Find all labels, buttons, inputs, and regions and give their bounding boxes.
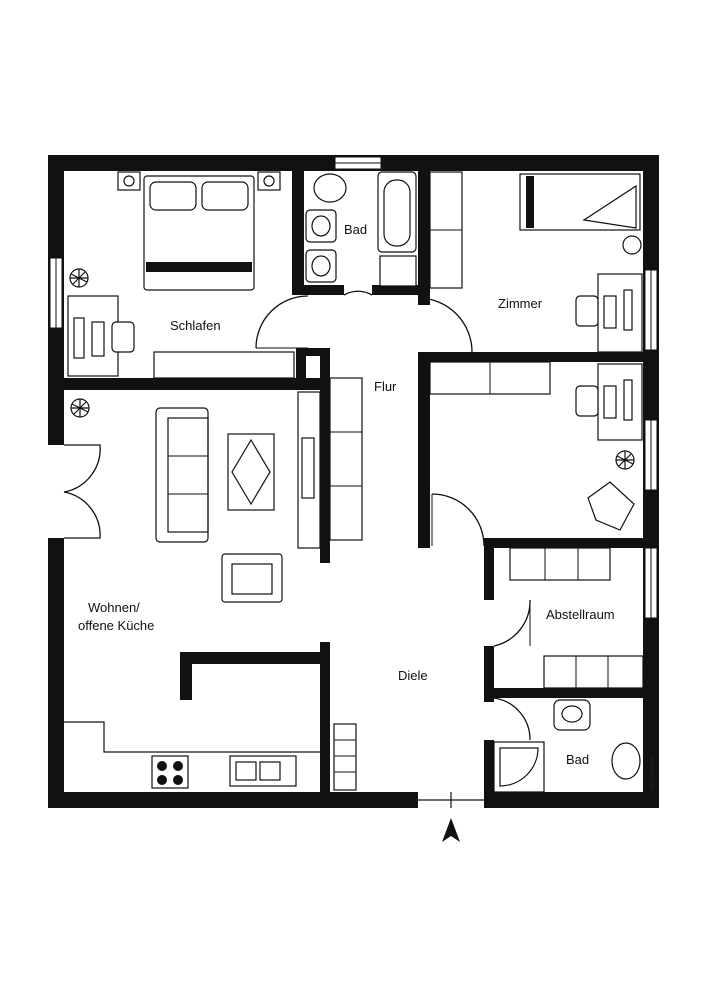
zimmer-furniture <box>519 173 643 353</box>
wall-kitchen-left <box>180 652 192 700</box>
armchair-wohnen <box>221 553 283 603</box>
zimmer2-furniture <box>429 361 643 531</box>
plant-icon-wohnen <box>70 398 90 418</box>
label-bad-bottom: Bad <box>566 752 589 767</box>
bathtub <box>377 171 417 253</box>
plant-icon-zimmer2 <box>615 450 635 470</box>
wall-abstell-top <box>484 538 659 548</box>
wall-schlafen-bad <box>292 171 304 295</box>
door-bad <box>343 290 373 296</box>
credit-text: McGrundriss <box>650 756 656 790</box>
bad-top-furniture <box>305 171 463 289</box>
abstell-furniture <box>509 547 644 689</box>
shower-bottom <box>493 741 545 793</box>
monitor-zimmer <box>623 289 633 331</box>
chair-schlafen <box>111 321 135 353</box>
south-wall-right <box>484 792 659 808</box>
south-wall-left <box>48 792 418 808</box>
wall-zimmer-bottom <box>418 352 659 362</box>
armchair-zimmer2 <box>587 481 635 531</box>
wall-abstell-bottom <box>484 688 659 698</box>
wardrobe-schlafen <box>153 351 295 379</box>
lamp-zimmer <box>622 235 642 255</box>
label-wohnen-line2: offene Küche <box>78 618 154 633</box>
door-balcony-upper <box>63 444 101 493</box>
wall-schlafen-bottom <box>64 378 326 390</box>
interior-walls <box>64 171 659 808</box>
bad-bottom-furniture <box>493 699 641 793</box>
label-abstellraum: Abstellraum <box>546 607 615 622</box>
monitor-schlafen <box>73 317 85 359</box>
kitchen <box>64 721 357 791</box>
door-abstell <box>493 599 531 647</box>
wall-bad-left <box>484 740 494 808</box>
toilet-bottom <box>611 742 641 780</box>
coffee-table <box>227 433 275 511</box>
chair-zimmer <box>575 295 599 327</box>
pillow-right <box>201 181 249 211</box>
keyboard-schlafen <box>91 321 105 357</box>
windows <box>49 156 658 808</box>
single-bed <box>519 173 641 231</box>
keyboard-zimmer <box>603 295 617 329</box>
door-zimmer2 <box>431 493 485 547</box>
radiator <box>333 723 357 791</box>
bed-stripe-zimmer <box>526 176 534 228</box>
bed-stripe <box>146 262 252 272</box>
north-arrow-icon <box>442 818 460 842</box>
door-zimmer <box>419 297 473 353</box>
flur-cabinet <box>329 377 363 541</box>
label-schlafen: Schlafen <box>170 318 221 333</box>
wall-flur-right <box>418 352 430 548</box>
pillow-left <box>149 181 197 211</box>
wall-abstell-left-lower <box>484 646 494 702</box>
stove <box>151 755 189 789</box>
label-wohnen-line1: Wohnen/ <box>88 600 140 615</box>
wall-stub-a <box>296 348 306 390</box>
sink-top-1 <box>305 209 337 243</box>
sink-bottom <box>553 699 591 731</box>
shelf-abstell-top <box>509 547 611 581</box>
kitchen-sink <box>229 755 297 787</box>
wall-kitchen-right <box>320 642 330 792</box>
door-balcony-lower <box>63 491 101 539</box>
chair-zimmer2 <box>575 385 599 417</box>
toilet-top <box>313 173 347 203</box>
shower-top <box>379 255 417 287</box>
wall-bad-zimmer <box>418 171 430 305</box>
sink-top-2 <box>305 249 337 283</box>
kitchen-counter <box>64 721 320 753</box>
nightstand-left <box>117 171 141 191</box>
doors <box>63 290 531 741</box>
wall-bad-bottom-right <box>372 285 422 295</box>
schlafen-furniture <box>67 171 295 379</box>
keyboard-zimmer2 <box>603 385 617 419</box>
wall-stub-b <box>306 348 330 356</box>
label-flur: Flur <box>374 379 397 394</box>
label-diele: Diele <box>398 668 428 683</box>
flur-furniture <box>329 377 363 541</box>
door-schlafen <box>255 295 309 349</box>
wall-bad-bottom <box>292 285 344 295</box>
wall-abstell-left-upper <box>484 538 494 600</box>
wall-kitchen-top <box>180 652 330 664</box>
wall-flur-left <box>320 348 330 563</box>
west-wall-lower <box>48 538 64 808</box>
nightstand-right <box>257 171 281 191</box>
label-bad-top: Bad <box>344 222 367 237</box>
monitor-zimmer2 <box>623 379 633 421</box>
blanket-fold <box>582 184 637 229</box>
plant-icon <box>69 268 89 288</box>
sofa <box>155 407 209 543</box>
tv <box>301 437 315 499</box>
label-zimmer: Zimmer <box>498 296 543 311</box>
shelf-abstell-bottom <box>543 655 644 689</box>
wohnen-furniture <box>70 391 321 603</box>
door-bad-bottom <box>493 697 531 741</box>
